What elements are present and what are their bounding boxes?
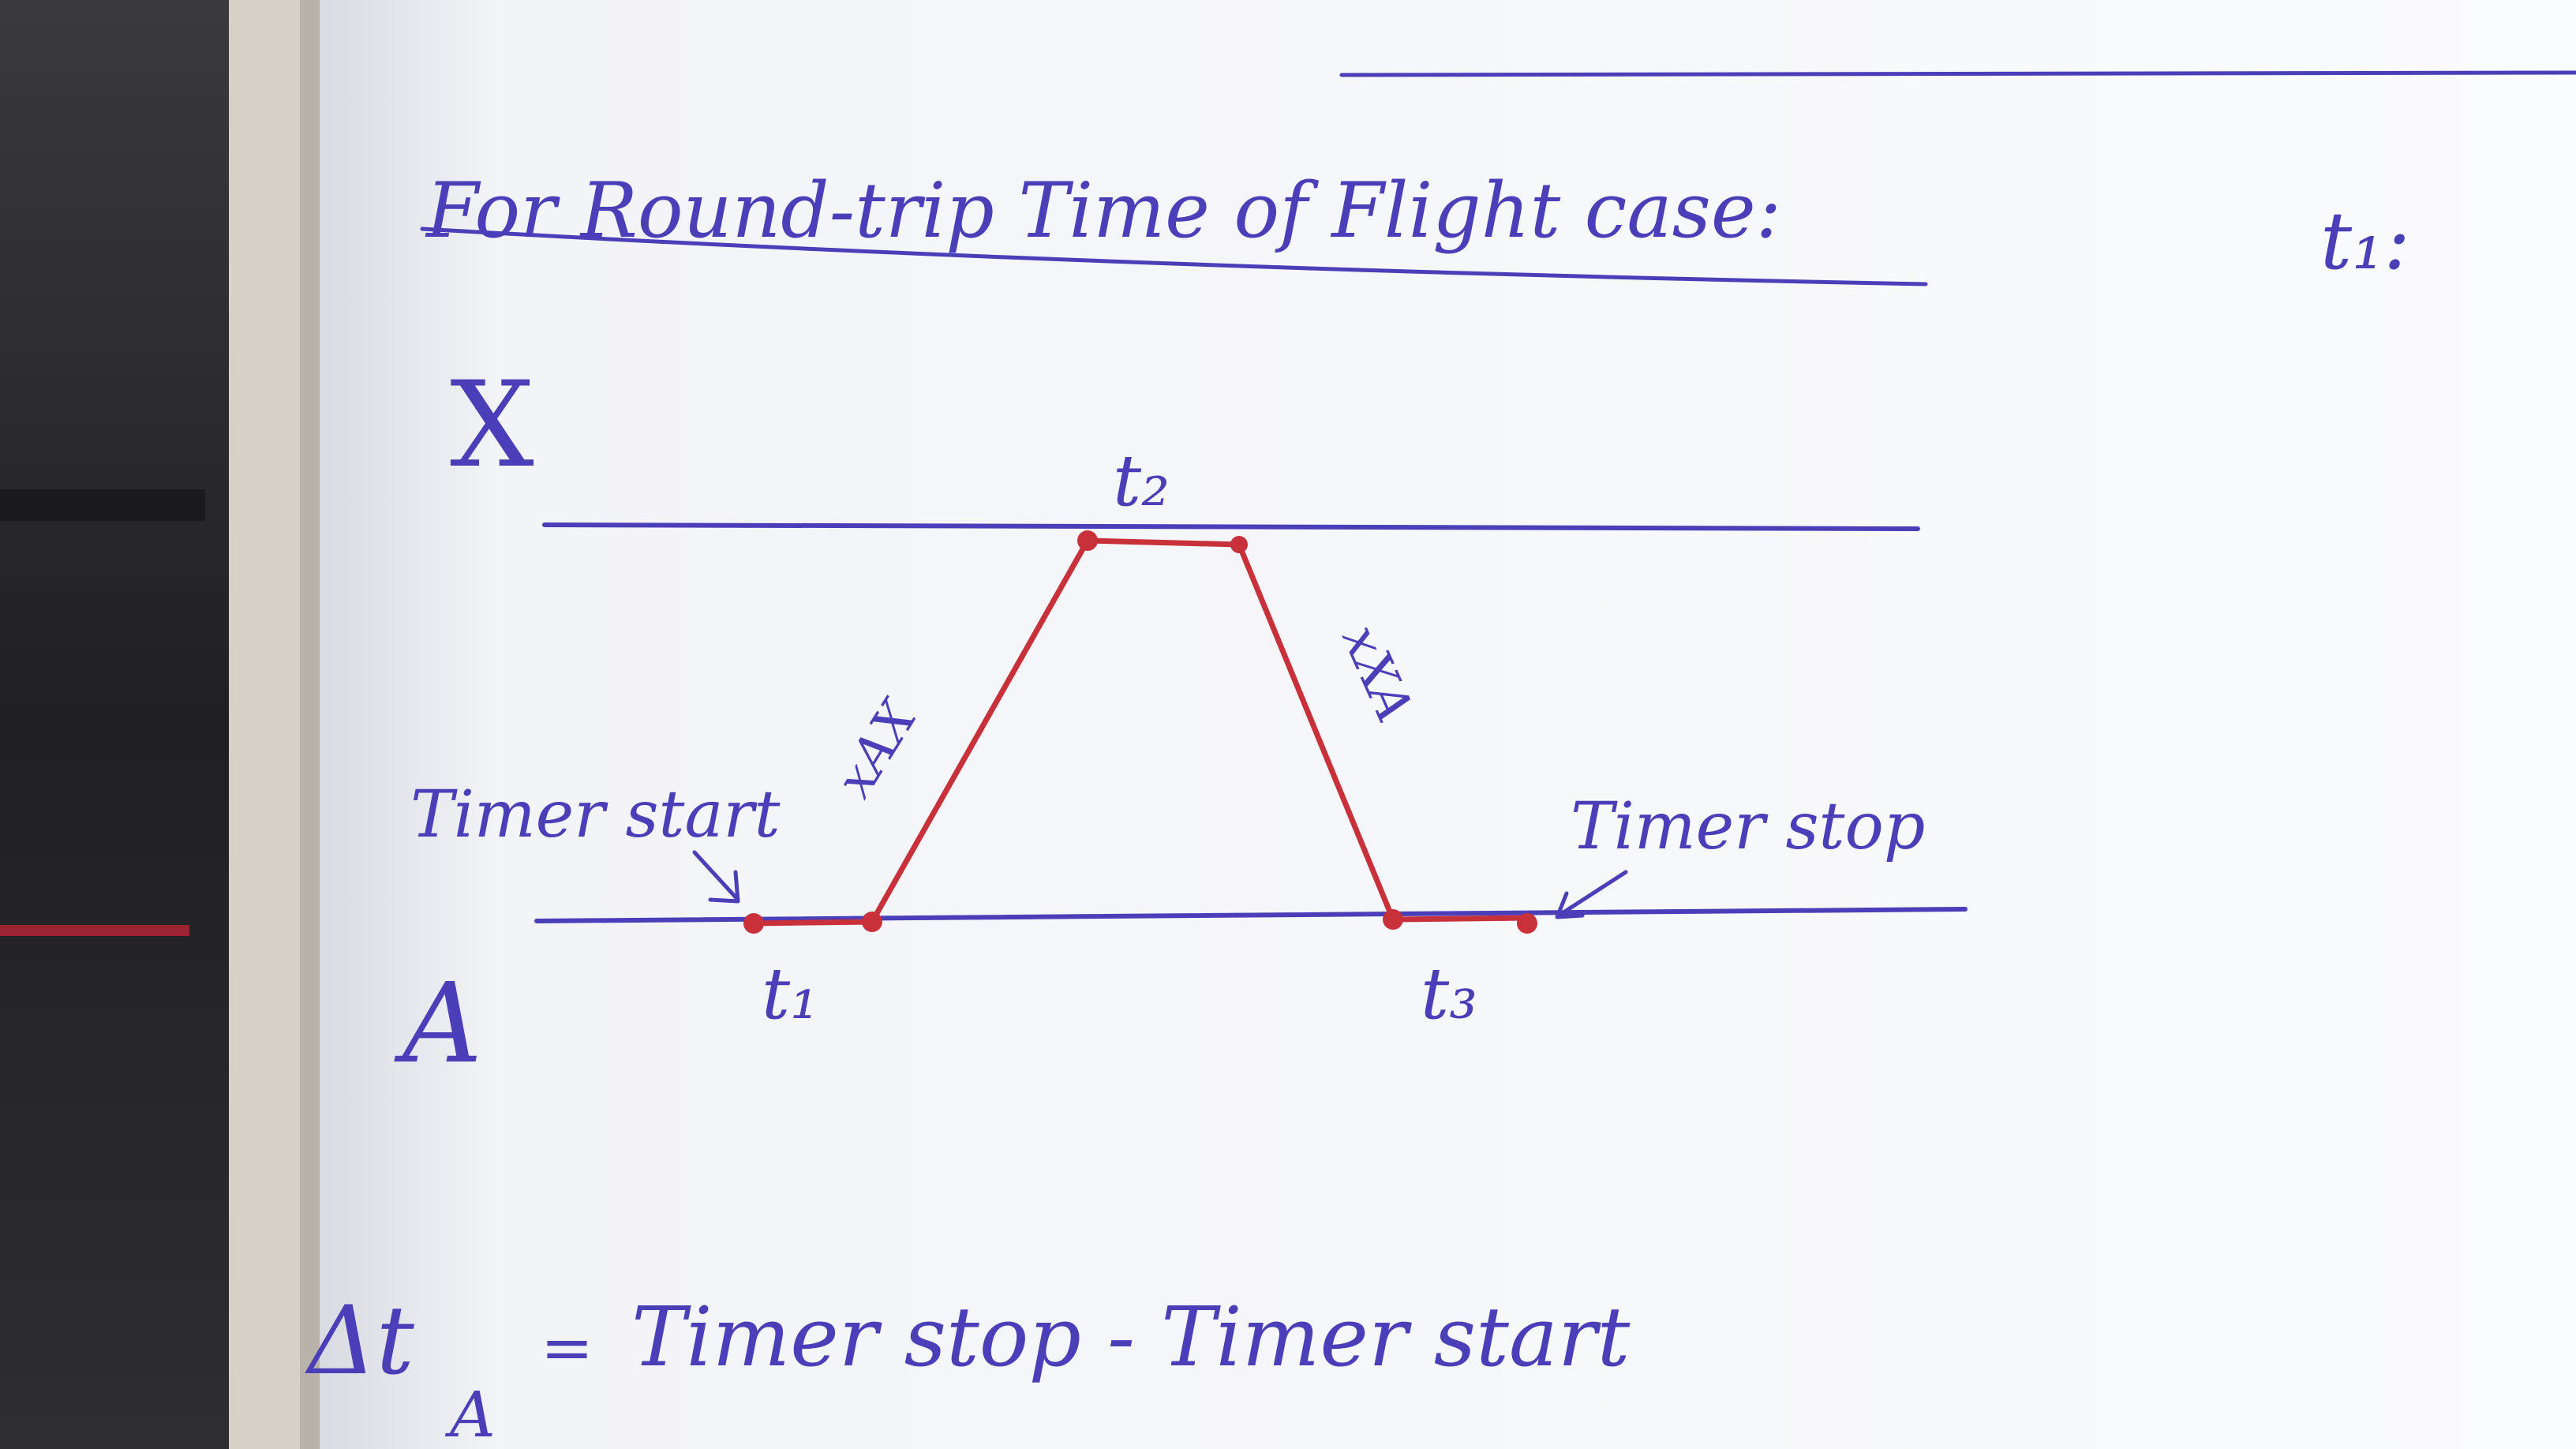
event-dot-depart (862, 912, 882, 932)
formula-rhs: Timer stop - Timer start (631, 1289, 1631, 1385)
node-a-label: A (394, 960, 482, 1088)
timeline-a (534, 907, 1968, 923)
formula-lhs-subscript: A (444, 1378, 496, 1449)
title-underline (420, 227, 1928, 286)
time-label-t3: t₃ (1421, 953, 1477, 1035)
event-dot-reply (1230, 536, 1248, 553)
timer-start-arrowhead (708, 870, 740, 904)
timer-start-arrow (692, 850, 740, 902)
event-dot-arrive (1383, 909, 1403, 930)
timer-stop-arrow (1556, 870, 1628, 918)
corner-note: t₁: (2320, 195, 2410, 287)
timer-start-label: Timer start (410, 777, 781, 852)
event-dot-t1 (743, 913, 764, 934)
timer-stop-arrowhead (1555, 891, 1585, 919)
time-label-t2: t₂ (1113, 440, 1170, 522)
top-rule-line (1339, 70, 2576, 77)
formula-lhs: Δt (305, 1286, 415, 1396)
desk-edge-highlight (0, 489, 205, 521)
formula-equals: = (541, 1311, 593, 1384)
round-trip-path (751, 537, 1530, 927)
timeline-x (542, 522, 1920, 531)
time-label-t1: t₁ (762, 953, 818, 1035)
event-dot-t3 (1517, 913, 1537, 934)
desk-red-stripe (0, 925, 189, 936)
event-dot-t2 (1077, 530, 1098, 551)
node-x-label: X (450, 357, 534, 494)
timer-stop-label: Timer stop (1571, 789, 1925, 864)
